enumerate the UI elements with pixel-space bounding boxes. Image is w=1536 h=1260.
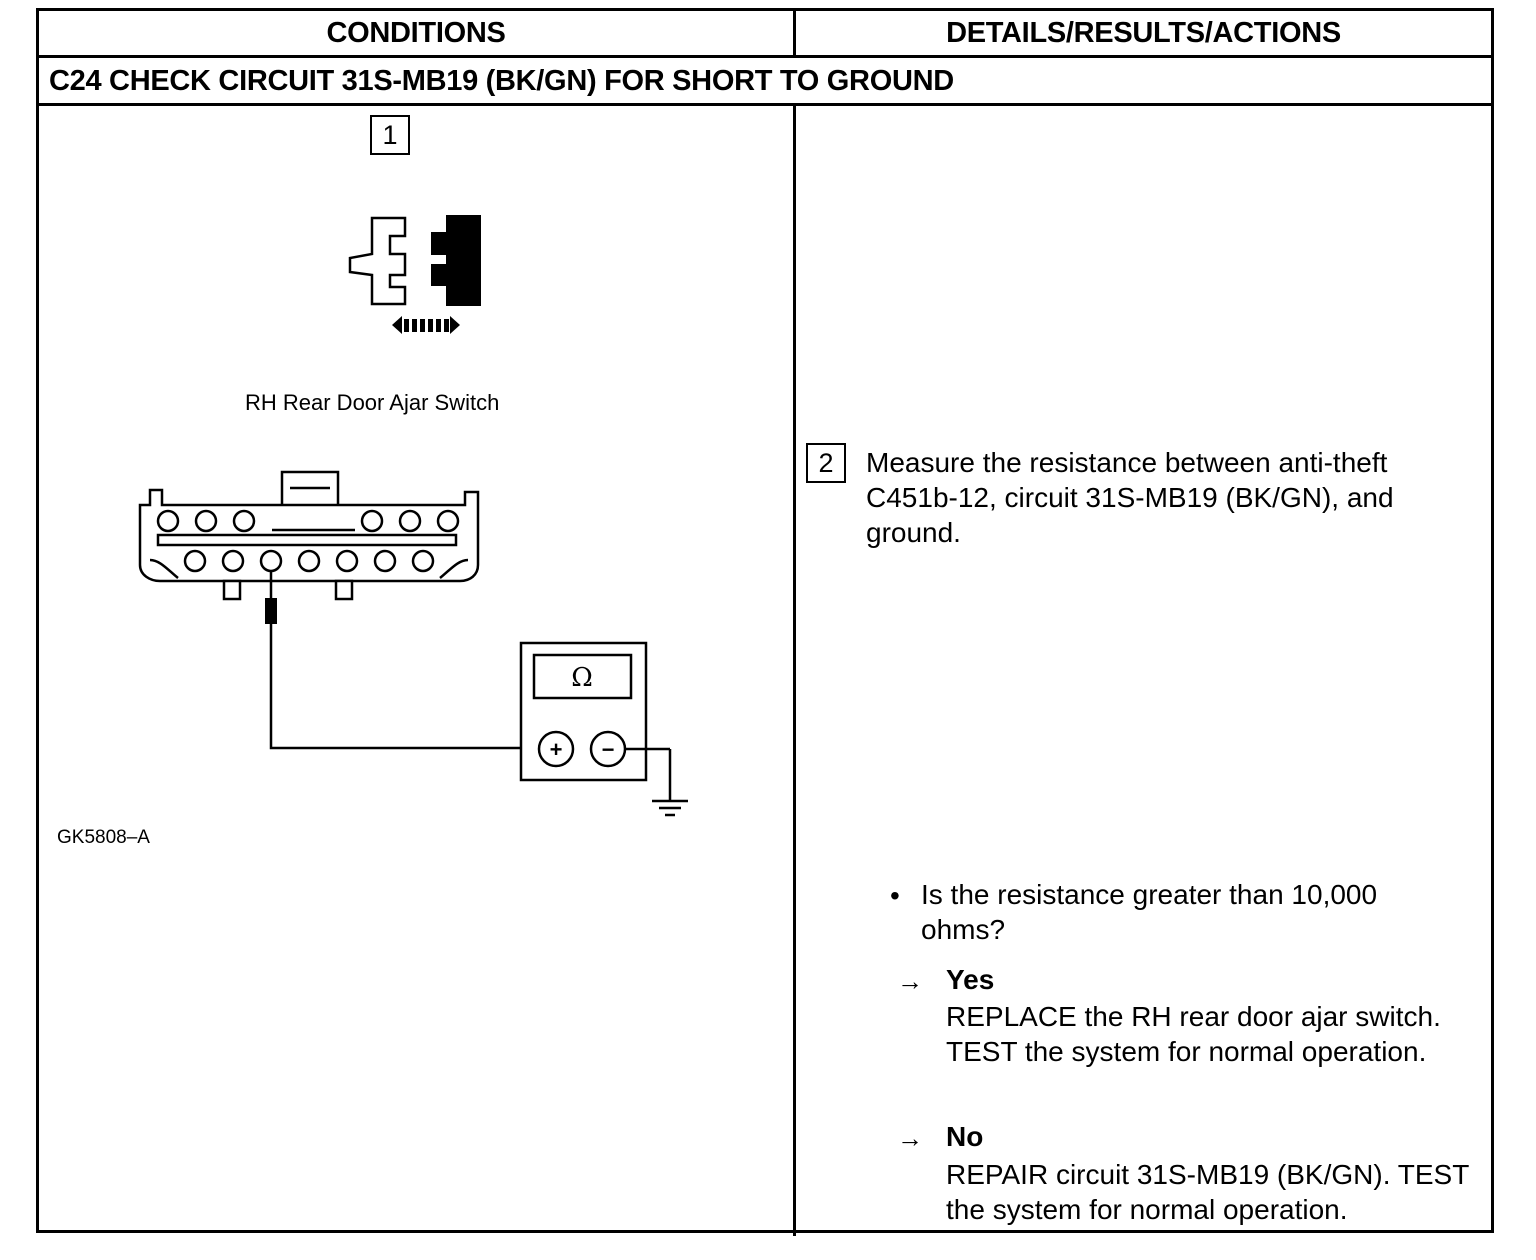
figure-id: GK5808–A [57, 827, 150, 848]
no-arrow-icon: → [897, 1123, 923, 1153]
header-divider [793, 11, 796, 55]
ohmmeter-icon [519, 641, 672, 800]
yes-action: REPLACE the RH rear door ajar switch. TE… [946, 1001, 1441, 1067]
step-2-instruction: Measure the resistance between anti-thef… [866, 447, 1394, 548]
step-title: C24 CHECK CIRCUIT 31S-MB19 (BK/GN) FOR S… [49, 64, 954, 97]
yes-label: Yes [946, 964, 995, 995]
step-2-box: 2 [806, 443, 846, 483]
title-rule [39, 103, 1491, 106]
yes-arrow-icon: → [897, 966, 923, 996]
column-divider [793, 106, 796, 1236]
no-label: No [946, 1121, 984, 1152]
diagnostic-table: CONDITIONS DETAILS/RESULTS/ACTIONS C24 C… [36, 8, 1494, 1236]
minus-terminal-symbol: − [602, 737, 615, 762]
ohm-symbol: Ω [571, 663, 593, 693]
switch-disconnect-icon [348, 215, 481, 334]
question-text: Is the resistance greater than 10,000 oh… [921, 879, 1378, 945]
connector-icon [138, 470, 480, 601]
test-lead [265, 571, 538, 750]
figure-caption: RH Rear Door Ajar Switch [245, 390, 500, 415]
step-1-box: 1 [370, 115, 410, 155]
ground-icon [652, 799, 688, 817]
plus-terminal-symbol: + [550, 737, 563, 762]
details-header: DETAILS/RESULTS/ACTIONS [946, 16, 1341, 49]
question-bullet: • [890, 880, 900, 911]
no-action: REPAIR circuit 31S-MB19 (BK/GN). TEST th… [946, 1159, 1469, 1225]
conditions-header: CONDITIONS [326, 16, 506, 49]
header-rule [39, 55, 1491, 58]
